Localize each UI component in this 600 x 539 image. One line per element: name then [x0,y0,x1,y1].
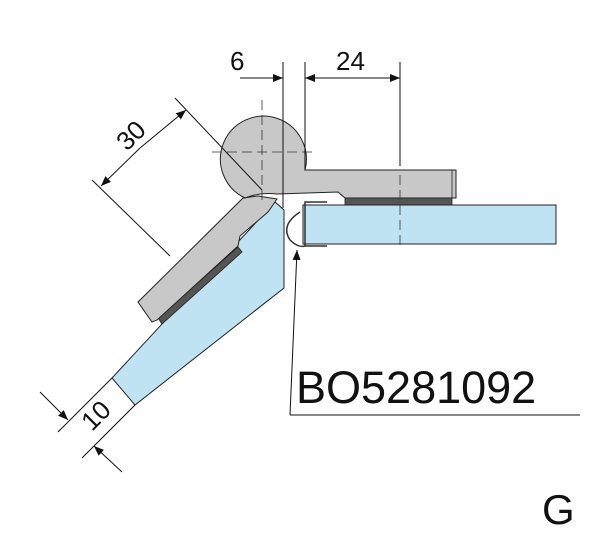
right-glass-pane [302,204,557,245]
left-hinge-arm [137,195,278,323]
centerlines [212,100,401,245]
part-leader [289,249,580,416]
right-gasket [344,197,453,206]
dimension-6: 6 [230,46,244,76]
left-glass-pane [111,201,285,406]
dimension-24: 24 [336,46,365,76]
top-dimension-lines [240,62,401,208]
thickness-dimension-lines [39,377,136,473]
group-label: G [542,486,575,533]
seal-clip [285,201,327,248]
angled-dimension-lines [91,97,263,257]
dimension-30: 30 [110,115,152,157]
hinge-body [219,115,457,199]
part-number: BO5281092 [296,362,536,413]
